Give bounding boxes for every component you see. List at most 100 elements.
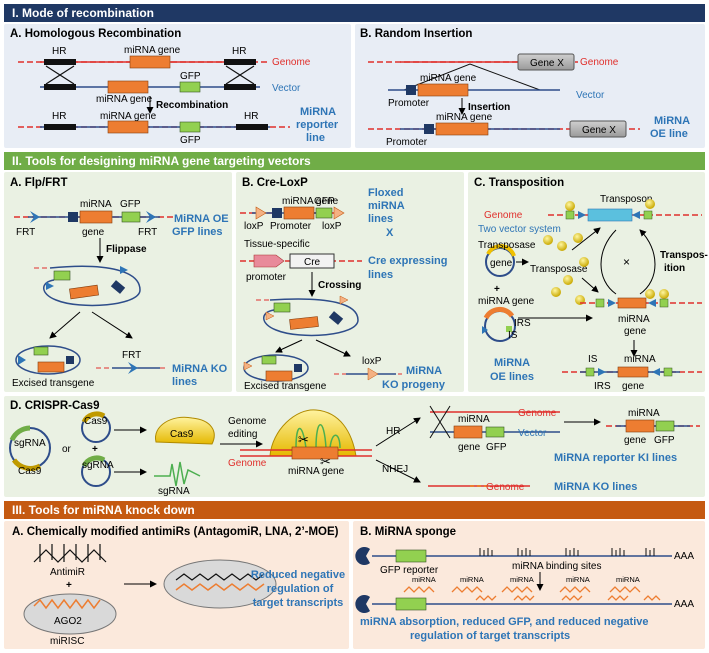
cre-excised-circle: Excised transgene xyxy=(243,354,327,392)
svg-text:MiRNA OE: MiRNA OE xyxy=(174,213,229,225)
crispr-gene-label-2: gene xyxy=(624,435,647,446)
hr-label-1: HR xyxy=(52,46,66,57)
ri-genex-label-2: Gene X xyxy=(582,125,616,136)
hr-gfp-label: GFP xyxy=(180,71,201,82)
svg-text:miRNA: miRNA xyxy=(566,575,590,584)
flp-gene-label: gene xyxy=(82,227,105,238)
tp-mirna-label-3: miRNA xyxy=(624,354,656,365)
crispr-target-complex: ✂ ✂ Genome miRNA gene xyxy=(228,409,372,477)
crispr-editing-label: Genome editing xyxy=(228,416,267,440)
crispr-cas9-protein: Cas9 xyxy=(155,416,215,445)
crispr-nhej-label: NHEJ xyxy=(382,464,408,475)
flp-loop xyxy=(34,265,141,307)
flp-frt-label-3: FRT xyxy=(122,350,141,361)
section-2-header: II. Tools for designing miRNA gene targe… xyxy=(4,152,705,170)
crispr-ko-label: MiRNA KO lines xyxy=(554,481,637,493)
svg-text:miRNA: miRNA xyxy=(460,575,484,584)
crispr-cas9-label-2: Cas9 xyxy=(84,416,108,427)
ri-result-label: MiRNA OE line xyxy=(650,115,690,140)
svg-text:editing: editing xyxy=(228,429,257,440)
ri-promoter-label-1: Promoter xyxy=(388,98,430,109)
sponge-aaa-label-1: AAA xyxy=(674,551,694,562)
svg-text:OE line: OE line xyxy=(650,128,688,140)
flp-gfp-label: GFP xyxy=(120,199,141,210)
svg-text:reporter: reporter xyxy=(296,119,339,131)
svg-text:lines: lines xyxy=(172,376,197,388)
cre-title: B. Cre-LoxP xyxy=(242,177,308,189)
svg-text:regulation of: regulation of xyxy=(267,583,334,595)
crispr-mirna-label: miRNA xyxy=(458,414,490,425)
svg-text:lines: lines xyxy=(368,213,393,225)
tp-genome-mid: miRNA gene xyxy=(580,297,702,337)
svg-text:GFP lines: GFP lines xyxy=(172,226,223,238)
ri-genex-label-1: Gene X xyxy=(530,58,564,69)
antimir-mirisc: AGO2 miRISC xyxy=(23,593,117,647)
ri-insertion-label: Insertion xyxy=(468,102,510,113)
tp-transposition-label: Transpos- ition xyxy=(660,250,708,274)
flp-frt-label-2: FRT xyxy=(138,227,157,238)
sponge-gfp-label: GFP reporter xyxy=(380,565,439,576)
svg-text:MiRNA: MiRNA xyxy=(654,115,690,127)
svg-text:MiRNA: MiRNA xyxy=(300,106,336,118)
svg-text:target transcripts: target transcripts xyxy=(253,597,343,609)
cre-crossing-label: Crossing xyxy=(318,280,361,291)
crispr-gfp-label: GFP xyxy=(486,442,507,453)
ri-result: miRNA gene Gene X Promoter xyxy=(368,112,640,148)
cre-mirna-label: miRNA gene xyxy=(282,196,339,207)
svg-text:OE lines: OE lines xyxy=(490,371,534,383)
crispr-sgrna-label-3: sgRNA xyxy=(158,486,190,497)
cre-construct: miRNA gene GFP loxP Promoter loxP xyxy=(240,196,345,232)
hr-vector-label: Vector xyxy=(272,83,301,94)
tp-is-label-2: IS xyxy=(588,354,598,365)
sponge-sites-label: miRNA binding sites xyxy=(512,561,601,572)
cre-cross-x: X xyxy=(386,227,394,239)
crispr-scissors-2: ✂ xyxy=(320,454,331,469)
flp-ko-label: MiRNA KO lines xyxy=(172,363,228,388)
tp-transposon-label: Transposon xyxy=(600,194,652,205)
crispr-cas9-label-1: Cas9 xyxy=(18,466,42,477)
sponge-title: B. MiRNA sponge xyxy=(360,526,456,538)
antimir-result-label: Reduced negative regulation of target tr… xyxy=(251,569,345,609)
sponge-construct-1: AAA GFP reporter miRNA binding sites xyxy=(355,547,694,576)
flp-frt-label-1: FRT xyxy=(16,227,35,238)
tp-transposase-label-1: Transposase xyxy=(478,240,536,251)
ri-mirna-label-1: miRNA gene xyxy=(420,73,477,84)
flp-result-label: MiRNA OE GFP lines xyxy=(172,213,229,238)
flp-mirna-label: miRNA xyxy=(80,199,112,210)
hr-mirna-label-3: miRNA gene xyxy=(100,111,157,122)
tp-genome-top: Genome xyxy=(484,208,702,222)
svg-text:Transpos-: Transpos- xyxy=(660,250,708,261)
cre-expressing-label: Cre expressing lines xyxy=(368,255,447,281)
svg-text:MiRNA: MiRNA xyxy=(494,357,530,369)
hr-genome: HR miRNA gene HR Genome xyxy=(18,45,311,69)
tp-transposase-label-2: Transposase xyxy=(530,264,588,275)
svg-text:miRNA absorption, reduced GFP,: miRNA absorption, reduced GFP, and reduc… xyxy=(360,616,649,628)
svg-text:lines: lines xyxy=(368,269,393,281)
flp-flippase-label: Flippase xyxy=(106,244,147,255)
cre-loxp-label-2: loxP xyxy=(322,221,342,232)
crispr-cas9-label-3: Cas9 xyxy=(170,429,194,440)
cre-loxp-label-3: loxP xyxy=(362,356,382,367)
cre-promoter-label: Promoter xyxy=(270,221,312,232)
svg-text:miRNA: miRNA xyxy=(510,575,534,584)
crispr-cas9-panel xyxy=(4,396,705,497)
sponge-mirnas: miRNA miRNA miRNA miRNA miRNA xyxy=(403,575,641,593)
tp-mirnagene-label: miRNA gene xyxy=(478,296,535,307)
ri-mirna-label-2: miRNA gene xyxy=(436,112,493,123)
crispr-gene-label: gene xyxy=(458,442,481,453)
crispr-hr-repair: miRNA gene GFP Genome Vector xyxy=(429,405,560,453)
tp-genome-label: Genome xyxy=(484,210,523,221)
cre-loxp-label-1: loxP xyxy=(244,221,264,232)
svg-text:MiRNA KO: MiRNA KO xyxy=(172,363,228,375)
crispr-ki-label: MiRNA reporter KI lines xyxy=(554,452,677,464)
crispr-title: D. CRISPR-Cas9 xyxy=(10,400,99,412)
tp-is-label: IS xyxy=(508,330,518,341)
crispr-or: or xyxy=(62,444,72,455)
crispr-sgrna-label-2: sgRNA xyxy=(82,460,114,471)
crispr-genome-label-1: Genome xyxy=(228,458,267,469)
tp-plus: + xyxy=(494,284,500,295)
cre-ko-locus: loxP xyxy=(334,356,402,381)
antimir-ago2-label: AGO2 xyxy=(54,616,82,627)
crispr-gfp-label-2: GFP xyxy=(654,435,675,446)
